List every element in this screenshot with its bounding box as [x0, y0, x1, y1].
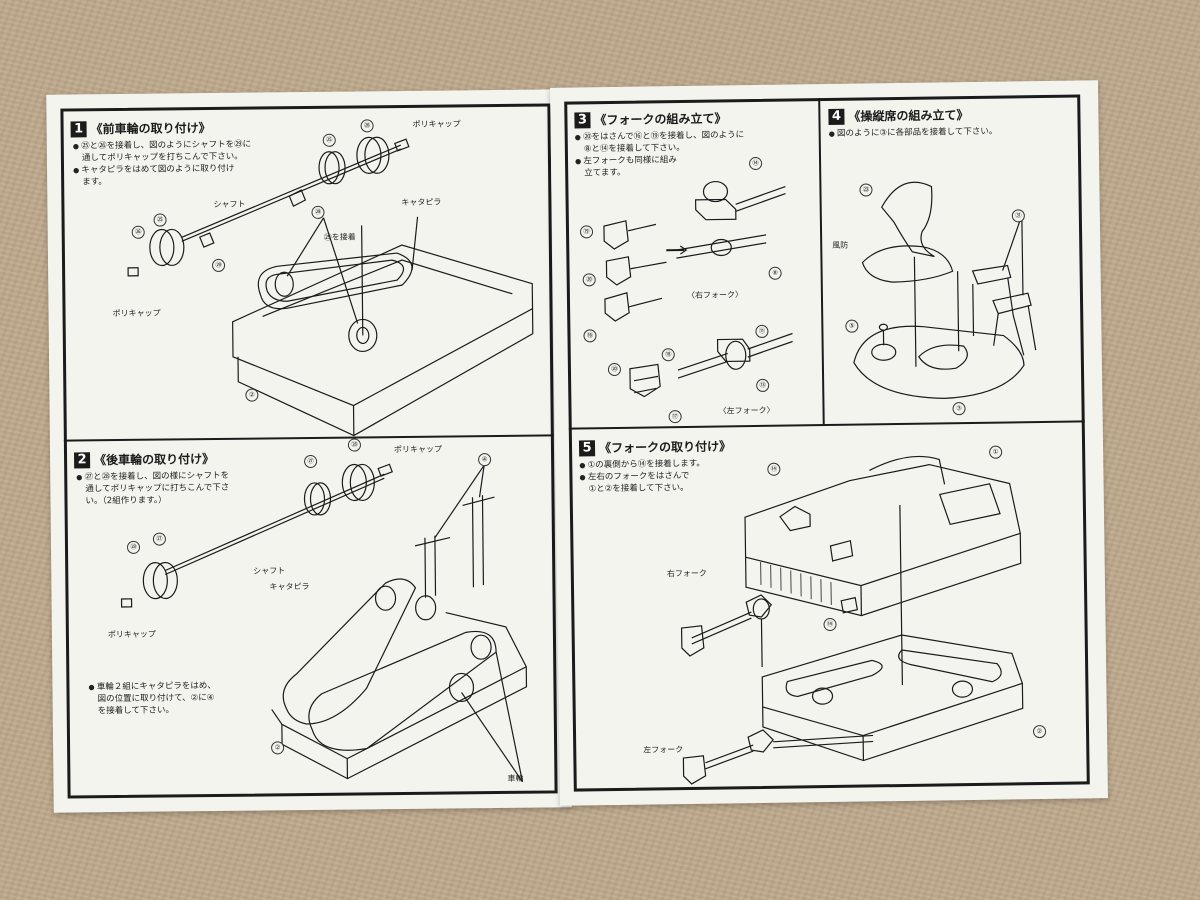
part-number: ② [245, 388, 259, 402]
part-number: ㉘ [347, 438, 362, 452]
cockpit-assembly-drawing [820, 94, 1085, 424]
step-4-windshield-label: 風防 [832, 240, 849, 250]
step-1-panel: 1 《前車輪の取り付け》 ㉕と㉖を接着し、図のようにシャフトを㉙に 通してポリキ… [60, 103, 553, 439]
part-number: ② [1032, 724, 1047, 739]
part-number: ㉖ [360, 119, 374, 133]
step-2-caterpillar-label: キャタピラ [269, 582, 310, 592]
part-number: ㉓ [859, 183, 873, 197]
step-1-shaft-label: シャフト [213, 199, 246, 209]
step-5-left-fork-label: 左フォーク [643, 745, 684, 755]
part-number: ㉙ [211, 258, 226, 273]
part-number: ㉖ [131, 225, 145, 239]
part-number: ⑭ [823, 617, 837, 632]
rear-wheel-assembly-drawing [64, 436, 558, 798]
step-3-right-fork-label: 〈右フォーク〉 [686, 290, 743, 300]
step-2-bottom-notes: 車輪２組にキャタピラをはめ、 図の位置に取り付けて、②に④ を接着して下さい。 [88, 680, 216, 717]
part-number: ㉛ [1011, 209, 1025, 223]
part-number: ㉕ [153, 213, 167, 227]
step-2-bottom-note-1c: を接着して下さい。 [97, 705, 175, 717]
fork-assembly-drawing [564, 98, 823, 428]
step-2-polycap-top-label: ポリキャップ [393, 444, 443, 455]
part-number: ㉙ [311, 205, 325, 219]
right-instruction-sheet: 3 《フォークの組み立て》 ⑳をはさんで⑯と⑲を接着し、図のように ⑧と⑭を接着… [550, 80, 1108, 806]
part-number: ② [271, 741, 285, 755]
step-5-panel: 5 《フォークの取り付け》 ①の裏側から⑭を接着します。 左右のフォークをはさん… [569, 422, 1090, 791]
left-instruction-sheet: 1 《前車輪の取り付け》 ㉕と㉖を接着し、図のようにシャフトを㉙に 通してポリキ… [46, 89, 572, 813]
part-number: ⑰ [668, 410, 682, 424]
step-2-bottom-note-1b: 図の位置に取り付けて、②に④ [97, 693, 215, 705]
part-number: ⑭ [767, 462, 781, 476]
step-1-caterpillar-label: キャタピラ [401, 197, 442, 208]
step-1-glue-label: ㉙を接着 [323, 232, 356, 242]
part-number: ⑧ [768, 266, 782, 280]
part-number: ⑲ [579, 225, 594, 239]
part-number: ⑯ [583, 329, 597, 343]
part-number: ④ [478, 453, 492, 467]
part-number: ⑳ [582, 273, 596, 287]
part-number: ⑬ [756, 378, 770, 393]
step-5-right-fork-label: 右フォーク [666, 568, 707, 579]
front-wheel-assembly-drawing [60, 103, 553, 439]
step-2-panel: 2 《後車輪の取り付け》 ㉗と㉘を接着し、図の様にシャフトを 通してポリキャップ… [64, 436, 558, 798]
step-3-panel: 3 《フォークの組み立て》 ⑳をはさんで⑯と⑲を接着し、図のように ⑧と⑭を接着… [564, 98, 823, 428]
part-number: ⑤ [845, 319, 859, 333]
part-number: ① [989, 445, 1003, 459]
part-number: ⑱ [661, 348, 675, 362]
part-number: ㉗ [304, 454, 318, 469]
part-number: ⑪ [755, 324, 769, 339]
step-2-polycap-bottom-label: ポリキャップ [107, 629, 156, 640]
step-1-polycap-bottom-label: ポリキャップ [112, 308, 161, 319]
part-number: ㉘ [126, 540, 141, 554]
part-number: ㉗ [152, 532, 166, 546]
part-number: ③ [952, 402, 966, 416]
step-3-left-fork-label: 〈左フォーク〉 [718, 405, 775, 416]
part-number: ㉕ [322, 133, 336, 147]
step-4-panel: 4 《操縦席の組み立て》 図のように③に各部品を接着して下さい。 [820, 94, 1085, 424]
fork-mounting-drawing [569, 422, 1090, 791]
step-2-wheels-label: 車輪 [507, 773, 524, 783]
step-2-shaft-label: シャフト [253, 566, 286, 576]
step-1-polycap-top-label: ポリキャップ [412, 119, 461, 129]
part-number: ⑳ [607, 362, 622, 377]
